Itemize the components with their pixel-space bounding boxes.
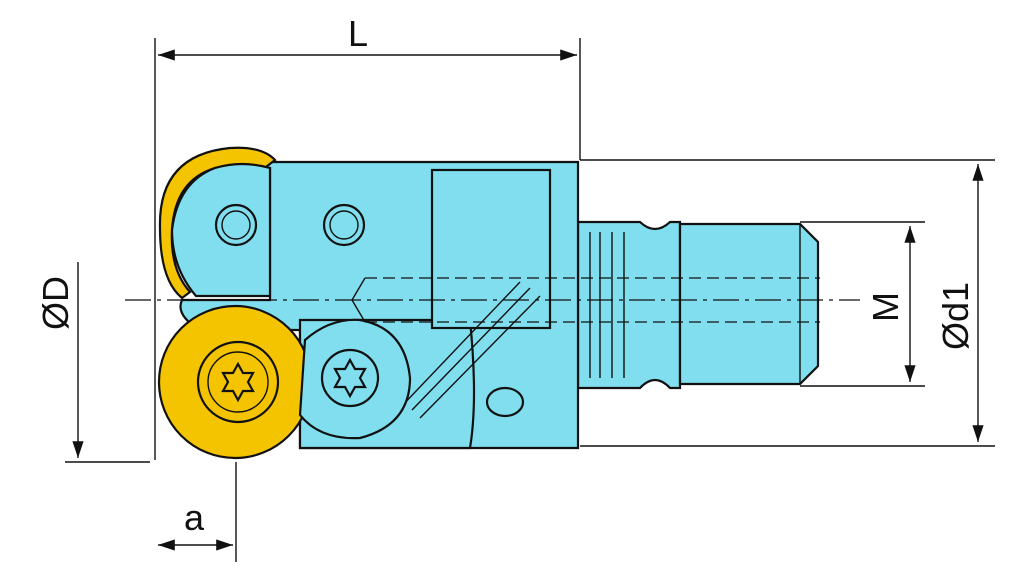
- dim-label-a: a: [184, 497, 205, 538]
- dimension-diameter-d1: Ød1: [580, 159, 995, 447]
- dim-label-l: L: [348, 13, 368, 54]
- dim-label-m: M: [865, 292, 906, 322]
- insert-top: [158, 146, 366, 300]
- shank: [576, 220, 682, 390]
- torx-screw-icon: [221, 361, 255, 403]
- dimension-a: a: [158, 462, 237, 562]
- center-lines: [125, 277, 860, 323]
- dimension-l: L: [154, 13, 581, 460]
- torx-screw-icon: [333, 357, 367, 399]
- dim-label-diameter-d1: Ød1: [935, 282, 976, 350]
- dimension-diameter-d: ØD: [35, 262, 150, 463]
- thread: [678, 222, 820, 386]
- dimension-m: M: [800, 221, 925, 387]
- dim-label-diameter-d: ØD: [35, 276, 76, 330]
